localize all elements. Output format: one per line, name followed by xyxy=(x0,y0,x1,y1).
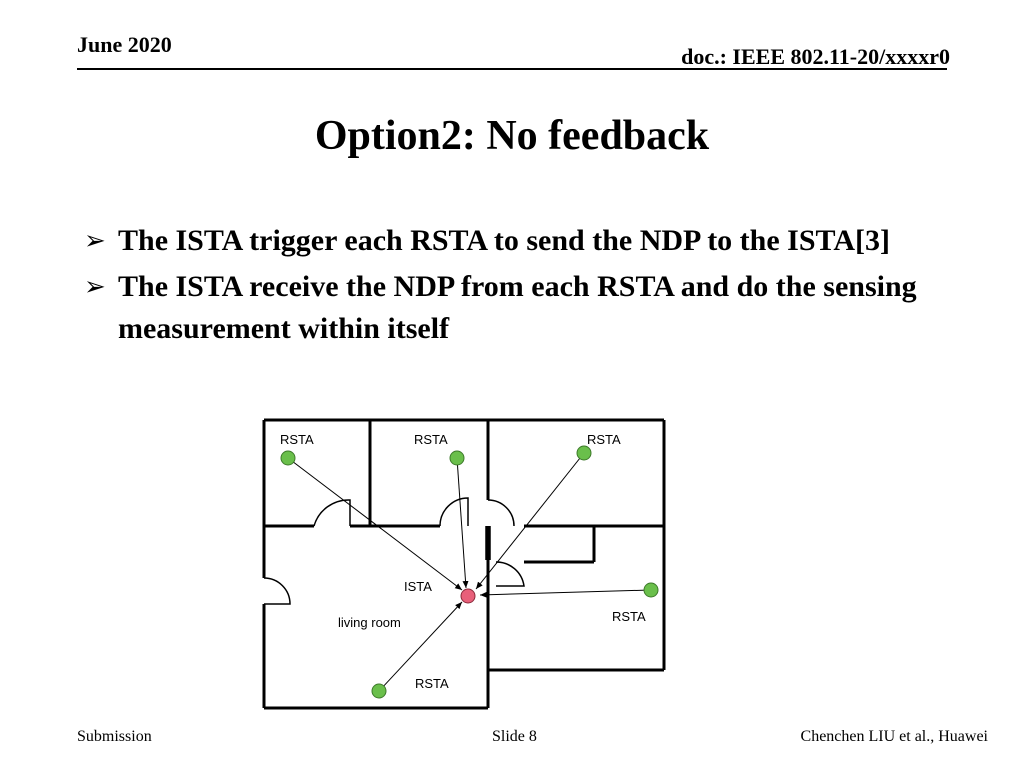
bullet-list: ➢ The ISTA trigger each RSTA to send the… xyxy=(84,220,964,354)
rsta-label: RSTA xyxy=(612,609,646,624)
bullet-text: The ISTA receive the NDP from each RSTA … xyxy=(118,270,917,345)
floor-plan-svg: RSTA RSTA RSTA RSTA RSTA ISTA living roo… xyxy=(262,418,666,710)
room-label: living room xyxy=(338,615,401,630)
floor-plan-diagram: RSTA RSTA RSTA RSTA RSTA ISTA living roo… xyxy=(250,410,680,710)
rsta-node xyxy=(643,582,659,598)
bullet-item: ➢ The ISTA receive the NDP from each RST… xyxy=(84,266,964,350)
walls xyxy=(262,418,666,710)
ista-label: ISTA xyxy=(404,579,432,594)
rsta-label: RSTA xyxy=(280,432,314,447)
header-doc-id: doc.: IEEE 802.11-20/xxxxr0 xyxy=(681,44,950,69)
bullet-item: ➢ The ISTA trigger each RSTA to send the… xyxy=(84,220,964,262)
footer-submission: Submission xyxy=(77,728,152,745)
ista-node xyxy=(460,588,476,604)
rsta-label: RSTA xyxy=(587,432,621,447)
footer-slide-number: Slide 8 xyxy=(492,728,537,745)
slide-title: Option2: No feedback xyxy=(314,113,710,159)
rsta-label: RSTA xyxy=(415,676,449,691)
header-date: June 2020 xyxy=(77,32,172,57)
bullet-text: The ISTA trigger each RSTA to send the N… xyxy=(118,224,890,257)
signal-arrows xyxy=(287,452,651,691)
door-arcs xyxy=(263,497,525,605)
rsta-node xyxy=(280,450,296,466)
rsta-node xyxy=(576,445,592,461)
bullet-arrow-icon: ➢ xyxy=(84,226,106,255)
header-divider xyxy=(77,68,947,70)
bullet-arrow-icon: ➢ xyxy=(84,272,106,301)
footer-author: Chenchen LIU et al., Huawei xyxy=(800,728,988,745)
rsta-node xyxy=(371,683,387,699)
rsta-label: RSTA xyxy=(414,432,448,447)
rsta-node xyxy=(449,450,465,466)
